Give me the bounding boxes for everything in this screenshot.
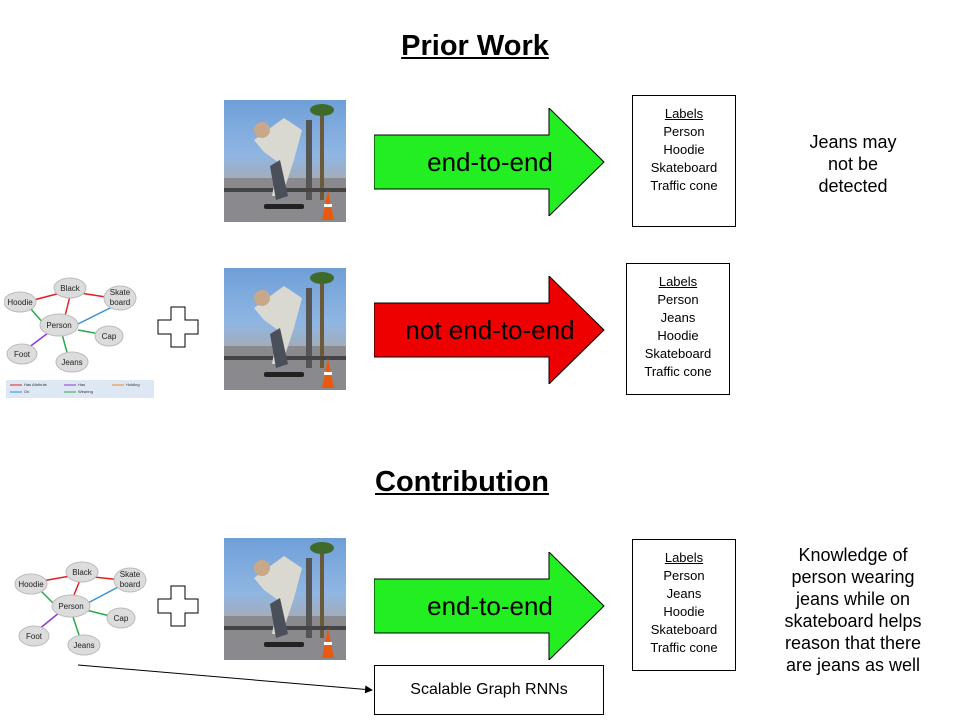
arrow-label: end-to-end <box>427 146 553 177</box>
labels-title: Labels <box>658 274 698 289</box>
note-line: jeans while on <box>795 589 911 609</box>
node-jeans: Jeans <box>61 358 82 367</box>
label-item: Skateboard <box>650 160 718 175</box>
legend-wearing: Wearing <box>78 389 93 394</box>
labels-title: Labels <box>664 106 704 121</box>
node-cap: Cap <box>102 332 117 341</box>
label-item: Traffic cone <box>650 640 718 655</box>
skateboarder-photo-3 <box>224 538 346 660</box>
plus-icon-1 <box>157 306 199 348</box>
node-black: Black <box>60 284 81 293</box>
node-person: Person <box>46 321 71 330</box>
node-black: Black <box>72 568 93 577</box>
note-line: Knowledge of <box>798 545 908 565</box>
legend-has: Has <box>78 382 85 387</box>
note-line: person wearing <box>791 567 915 587</box>
node-person: Person <box>58 602 83 611</box>
label-item: Jeans <box>660 310 696 325</box>
knowledge-note: Knowledge of person wearing jeans while … <box>768 544 938 676</box>
rnn-label: Scalable Graph RNNs <box>410 681 568 698</box>
note-line: reason that there <box>784 633 922 653</box>
end-to-end-arrow-2: end-to-end <box>374 552 606 660</box>
knowledge-graph-2: Black Skate board Hoodie Person Cap Foot… <box>14 556 154 662</box>
node-skateboard-1: Skate <box>120 570 141 579</box>
label-item: Skateboard <box>650 622 718 637</box>
end-to-end-arrow-1: end-to-end <box>374 108 606 216</box>
legend-holding: Holding <box>126 382 140 387</box>
label-item: Person <box>663 568 705 583</box>
node-foot: Foot <box>14 350 31 359</box>
skateboarder-photo-1 <box>224 100 346 222</box>
label-item: Traffic cone <box>644 364 712 379</box>
note-line: not be <box>827 154 879 174</box>
labels-title: Labels <box>664 550 704 565</box>
node-jeans: Jeans <box>73 641 94 650</box>
knowledge-graph-1: Black Skate board Hoodie Person Cap Foot… <box>3 268 156 400</box>
node-skateboard-1: Skate <box>110 288 131 297</box>
note-line: are jeans as well <box>785 655 921 675</box>
node-hoodie: Hoodie <box>18 580 44 589</box>
node-skateboard-2: board <box>110 298 130 307</box>
label-item: Hoodie <box>663 142 705 157</box>
label-item: Traffic cone <box>650 178 718 193</box>
labels-box-2: Labels Person Jeans Hoodie Skateboard Tr… <box>626 263 730 395</box>
label-item: Person <box>663 124 705 139</box>
legend-has-attribute: Has Attribute <box>24 382 48 387</box>
labels-box-1: Labels Person Hoodie Skateboard Traffic … <box>632 95 736 227</box>
label-item: Skateboard <box>644 346 712 361</box>
not-end-to-end-arrow: not end-to-end <box>374 276 606 384</box>
contribution-heading: Contribution <box>375 466 549 498</box>
labels-box-3: Labels Person Jeans Hoodie Skateboard Tr… <box>632 539 736 671</box>
label-item: Hoodie <box>663 604 705 619</box>
arrow-label: end-to-end <box>427 590 553 621</box>
plus-icon-2 <box>157 585 199 627</box>
jeans-missed-note: Jeans may not be detected <box>788 131 918 197</box>
note-line: Jeans may <box>809 132 897 152</box>
node-cap: Cap <box>114 614 129 623</box>
node-foot: Foot <box>26 632 43 641</box>
note-line: skateboard helps <box>784 611 922 631</box>
note-line: detected <box>818 176 888 196</box>
scalable-graph-rnns-box: Scalable Graph RNNs <box>374 665 604 715</box>
label-item: Person <box>657 292 699 307</box>
skateboarder-photo-2 <box>224 268 346 390</box>
legend-on: On <box>24 389 29 394</box>
label-item: Jeans <box>666 586 702 601</box>
node-hoodie: Hoodie <box>7 298 33 307</box>
prior-work-heading: Prior Work <box>401 30 549 62</box>
label-item: Hoodie <box>657 328 699 343</box>
arrow-label: not end-to-end <box>405 314 575 345</box>
node-skateboard-2: board <box>120 580 140 589</box>
